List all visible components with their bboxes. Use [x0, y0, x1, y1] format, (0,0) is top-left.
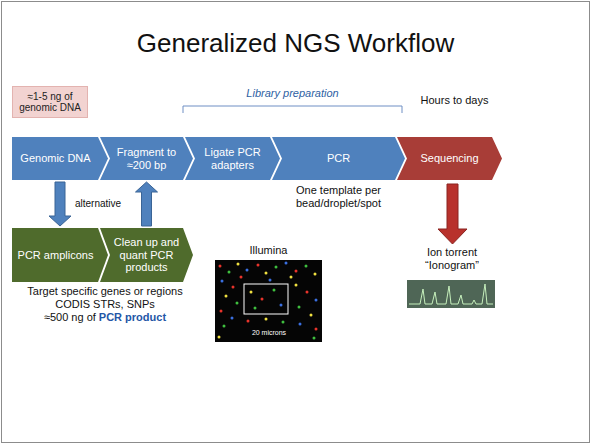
bracket-label: Library preparation	[183, 87, 402, 100]
highlight-text: PCR product	[99, 311, 166, 323]
node-text: PCR amplicons	[12, 249, 108, 262]
process-chevron: PCR	[272, 137, 405, 180]
node-text: Clean up and quant PCR products	[100, 236, 193, 274]
note-line: Target specific genes or regions	[8, 285, 202, 298]
slide-title: Generalized NGS Workflow	[0, 28, 591, 59]
chevron-fill	[397, 137, 502, 180]
note-line: CODIS STRs, SNPs	[8, 298, 202, 311]
node-label: Clean up and quant PCR products	[113, 236, 180, 274]
node-label: Genomic DNA	[16, 152, 95, 165]
chevron-fill	[12, 228, 108, 282]
illumina-image	[215, 260, 322, 342]
node-text: ≈1-5 ng of genomic DNA	[12, 91, 88, 114]
scale-label: 20 microns	[247, 329, 291, 337]
node-label: Ligate PCR adapters	[198, 146, 267, 171]
note-line: ≈500 ng ofPCR product	[8, 311, 202, 324]
node-label: ≈1-5 ng of genomic DNA	[16, 91, 84, 114]
node-label: Fragment to ≈200 bp	[113, 146, 180, 171]
template-note: One template per bead/droplet/spot	[272, 184, 405, 210]
process-chevron: Fragment to ≈200 bp	[100, 137, 193, 180]
alternative-note: alternative	[75, 198, 133, 210]
input-amount-box: ≈1-5 ng of genomic DNA	[12, 86, 88, 118]
node-label: PCR	[285, 152, 392, 165]
chevron-fill	[100, 137, 193, 180]
platform-label: Illumina	[215, 244, 322, 257]
chevron-fill	[100, 228, 193, 282]
node-text: Sequencing	[397, 152, 502, 165]
sequencing-output-arrow	[438, 184, 467, 244]
chevron-fill	[12, 137, 108, 180]
amount-text: ≈500 ng of	[44, 311, 96, 323]
node-text: PCR	[272, 152, 405, 165]
node-label: PCR amplicons	[16, 249, 95, 262]
chevron-fill	[272, 137, 405, 180]
sequencing-chevron: Sequencing	[397, 137, 502, 180]
process-chevron: Ligate PCR adapters	[185, 137, 280, 180]
box-fill	[13, 87, 88, 118]
platform-label: Ion torrent “Ionogram”	[407, 246, 497, 272]
block-arrow	[136, 182, 158, 226]
node-label: Sequencing	[410, 152, 489, 165]
alternative-chevron: PCR amplicons	[12, 228, 108, 282]
node-text: Ligate PCR adapters	[185, 146, 280, 171]
node-text: Fragment to ≈200 bp	[100, 146, 193, 171]
chevron-fill	[185, 137, 280, 180]
node-text: Genomic DNA	[12, 152, 108, 165]
process-chevron: Genomic DNA	[12, 137, 108, 180]
duration-note: Hours to days	[407, 94, 502, 107]
alternative-chevron: Clean up and quant PCR products	[100, 228, 193, 282]
ionogram-image	[407, 280, 495, 308]
block-arrow	[49, 182, 71, 226]
library-bracket	[183, 106, 402, 113]
